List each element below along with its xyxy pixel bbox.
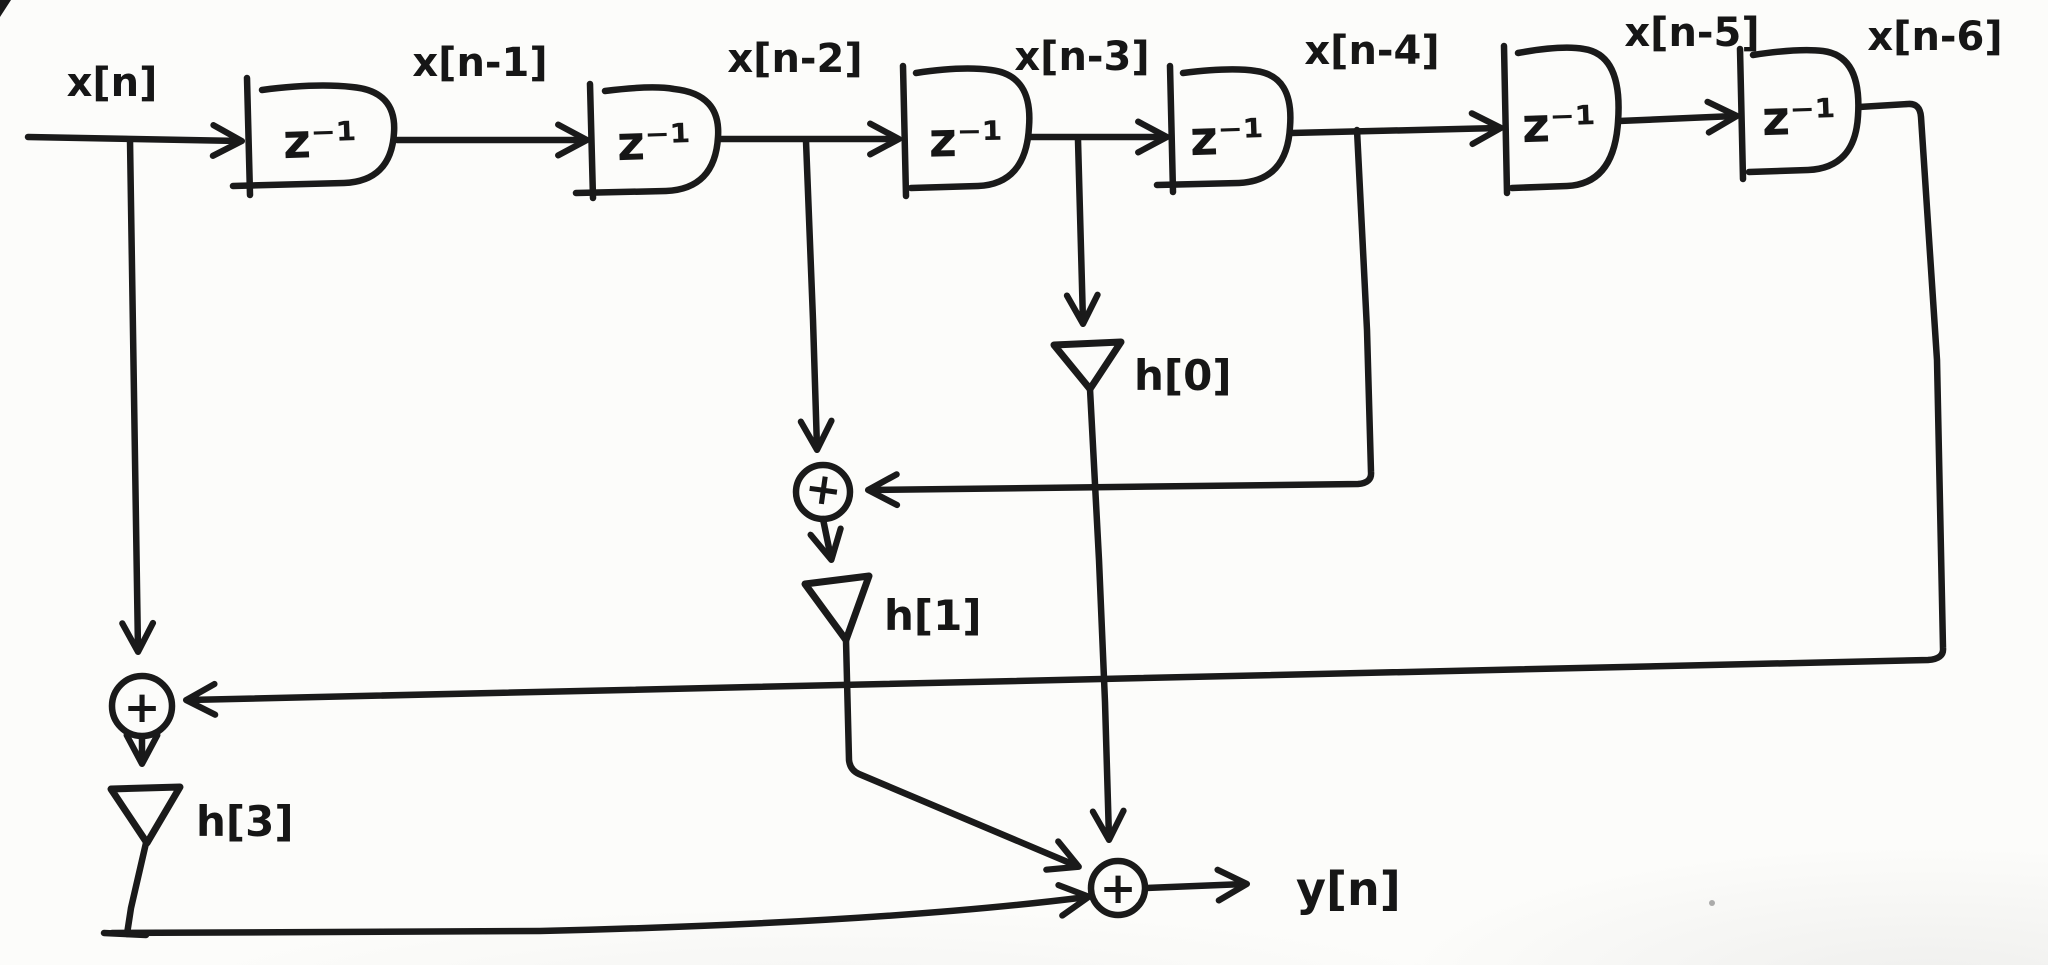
delay-block-2-box — [572, 84, 722, 197]
gain-h1-label: h[1] — [884, 591, 982, 640]
delay-block-1-box — [229, 82, 398, 190]
signal-label-x-n-3: x[n-3] — [1014, 34, 1149, 80]
tap-wires — [119, 100, 1947, 718]
signal-label-x-n: x[n] — [67, 60, 158, 106]
delay-block-5: z⁻¹ — [1500, 42, 1622, 197]
wire-x-n-4 — [1287, 110, 1505, 148]
gain-h0: h[0] — [1050, 338, 1232, 400]
output-label-y-n: y[n] — [1296, 862, 1401, 916]
gain-h1: h[1] — [801, 572, 982, 644]
wire-h0-to-output-adder — [1086, 385, 1127, 844]
signal-label-x-n-4: x[n-4] — [1304, 28, 1439, 74]
delay-block-5-box — [1508, 44, 1622, 192]
delay-block-1-label: z⁻¹ — [282, 112, 358, 171]
wire-x-n-5 — [1615, 98, 1741, 136]
delay-block-4: z⁻¹ — [1153, 62, 1294, 196]
delay-block-6: z⁻¹ — [1736, 45, 1862, 183]
gain-h0-label: h[0] — [1134, 351, 1232, 400]
delay-block-4-input-bar — [1166, 62, 1177, 196]
delay-block-6-input-bar — [1736, 45, 1747, 183]
wire-tap-x-n-3 — [1063, 136, 1101, 328]
signal-label-x-n-6: x[n-6] — [1867, 14, 2002, 60]
delay-block-3-label: z⁻¹ — [928, 111, 1003, 168]
gain-h1-triangle — [801, 572, 873, 644]
delay-block-2-input-bar — [586, 80, 597, 202]
paper-speck — [1709, 900, 1715, 906]
adder-left: + — [108, 672, 176, 740]
delay-block-6-label: z⁻¹ — [1761, 89, 1837, 148]
wire-tap-x-n-4 — [864, 126, 1375, 509]
delay-block-1: z⁻¹ — [229, 74, 398, 199]
gain-h0-triangle — [1050, 338, 1125, 393]
adder-left-plus: + — [124, 682, 161, 733]
gain-h3-label: h[3] — [196, 797, 294, 846]
wire-adder-mid-to-h1 — [807, 515, 844, 563]
wire-h1-to-output-adder — [842, 636, 1082, 873]
delay-block-4-label: z⁻¹ — [1189, 109, 1265, 168]
delay-block-1-input-bar — [243, 74, 254, 199]
adder-output: + — [1087, 857, 1149, 919]
gain-h3: h[3] — [107, 783, 294, 847]
wire-x-n-6-feedacross — [182, 100, 1947, 718]
wire-h3-down — [123, 839, 150, 938]
wire-h3-to-output-adder — [108, 882, 1093, 937]
delay-block-6-box — [1745, 46, 1862, 176]
delay-block-2-label: z⁻¹ — [616, 114, 692, 173]
wire-tap-x-n — [119, 136, 157, 656]
wire-input — [24, 122, 246, 159]
signal-label-x-n-1: x[n-1] — [412, 40, 547, 86]
delay-block-3-input-bar — [899, 62, 910, 200]
delay-chain: x[n] z⁻¹ x[n-1] z⁻¹ x[n-2] z⁻¹ x[n-3] — [24, 10, 2003, 202]
adder-mid-plus: + — [802, 462, 846, 518]
paper-corner-mark — [0, 0, 11, 17]
signal-label-x-n-2: x[n-2] — [727, 36, 862, 82]
delay-block-5-input-bar — [1500, 42, 1511, 197]
delay-block-5-label: z⁻¹ — [1521, 96, 1597, 155]
gain-h3-triangle — [107, 783, 184, 847]
wire-output — [1142, 866, 1251, 904]
delay-block-4-box — [1153, 66, 1294, 189]
wire-tap-x-n-2 — [797, 137, 835, 454]
delay-block-2: z⁻¹ — [572, 80, 722, 202]
adder-mid: + — [792, 462, 854, 523]
delay-block-3: z⁻¹ — [899, 62, 1033, 200]
delay-block-3-box — [907, 65, 1033, 192]
adder-output-plus: + — [1100, 863, 1137, 914]
